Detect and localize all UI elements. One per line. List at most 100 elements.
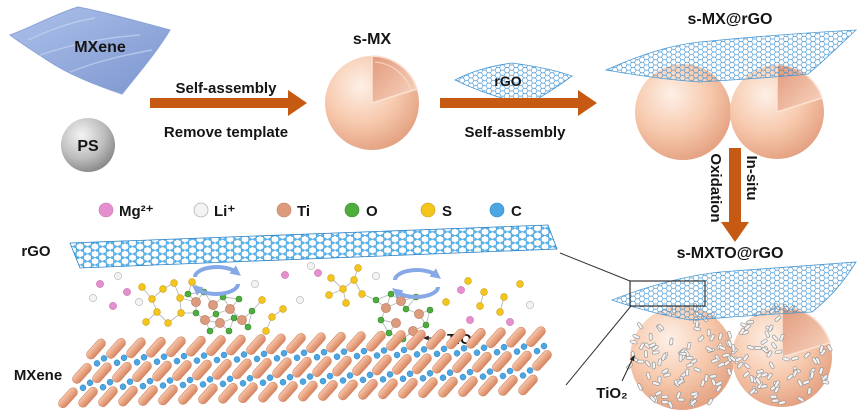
c-atom [219,380,227,388]
ti-layer-capsule [418,377,438,399]
tio2-particle [774,380,780,388]
rgo-sheet-top [604,29,858,83]
c-atom [386,371,394,378]
tio2-particle [697,335,705,342]
ti-layer-capsule [238,382,258,404]
o-atom [184,290,192,298]
tio2-particle [782,356,790,362]
ion-layer [89,262,534,343]
tio2-particle [755,377,762,385]
ti-layer-capsule [198,383,218,405]
ti-layer-capsule [332,355,352,377]
ti-layer-capsule [346,331,366,353]
ti-layer-capsule [132,361,152,383]
c-atom [480,344,488,351]
li-ion [251,280,259,288]
s-atom [354,264,362,272]
detail-mxene-label: MXene [14,367,62,384]
mg-ion [314,269,322,277]
tio2-particle [657,358,662,367]
tio2-particle [802,379,810,385]
o-atom [385,329,393,337]
exchange-arrows [192,265,441,299]
tio2-particle [778,400,786,405]
tio2-particle [663,372,671,378]
s-atom [350,276,358,284]
ti-layer-capsule [266,333,286,355]
c-atom [506,367,514,375]
c-atom [180,352,188,360]
tio2-particle [651,350,660,355]
tio2-particle [709,374,717,379]
tio2-particle [768,324,774,332]
tio2-particle [711,358,719,364]
ti-layer-capsule [126,337,146,359]
ti-layer-capsule [452,352,472,374]
c-atom [233,356,241,363]
ti-layer-capsule [212,359,232,380]
zoom-box [629,280,706,307]
s-atom [279,305,287,313]
tio2-particle [727,340,733,348]
c-atom [259,379,267,386]
tio2-particle [644,342,651,349]
s-atom [262,327,270,335]
ti-layer-capsule [146,336,166,358]
c-atom [519,372,527,379]
c-atom [286,373,294,381]
ti-layer-capsule [272,357,292,379]
s-atom [148,295,156,303]
c-atom [200,352,208,359]
tio2-particle [769,394,778,399]
c-atom [500,343,508,351]
rgo-sheet-product [610,261,857,321]
ti-layer-capsule [98,386,118,407]
tio2-particle [742,371,750,378]
o-atom [244,323,252,331]
s-atom [268,313,276,321]
c-atom [460,345,468,352]
legend: Mg²⁺ Li⁺ Ti O S C [98,202,522,220]
mxene-label: MXene [74,39,126,56]
mg-ion [109,302,117,310]
legend-c-label: C [511,203,522,220]
tio2-particle [818,367,824,375]
tio2-particle [685,368,690,377]
ps-sphere [61,118,115,172]
c-atom [533,347,541,355]
ti-layer-capsule [372,354,392,376]
c-atom [513,348,521,355]
tio2-particle [646,372,651,380]
s-atom [138,283,146,291]
s-mx-label: s-MX [353,31,392,48]
tio2-particle [807,387,812,395]
legend-o-label: O [366,203,378,220]
c-atom [279,378,287,386]
zoom-line-top [559,252,631,282]
tio2-particle [686,362,694,368]
tio2-particle [648,333,653,341]
c-atom [240,351,248,358]
tio2-particle [764,330,770,338]
ti-layer-capsule [526,326,546,348]
tio2-particle [791,356,799,361]
tio2-particle [786,373,794,381]
mg-ion [281,271,289,279]
ti-layer-capsule [412,353,432,375]
tio2-particle [737,361,744,369]
c-atom [179,381,187,389]
self-assembly-arrow-1 [150,90,307,116]
o-atom [192,309,200,317]
li-ion [89,294,97,302]
c-atom [326,372,334,380]
ti-layer-capsule [318,380,338,401]
ti-layer-capsule [466,328,486,349]
ti-layer-capsule [352,355,372,376]
tio2-particle [707,398,714,406]
c-atom [380,347,388,354]
ti-layer-capsule [338,379,358,401]
ti-layer-capsule [232,358,252,380]
ti-layer-capsule [458,376,478,397]
exchange-arrow-2-top [393,268,441,281]
mg-ion [506,318,514,326]
